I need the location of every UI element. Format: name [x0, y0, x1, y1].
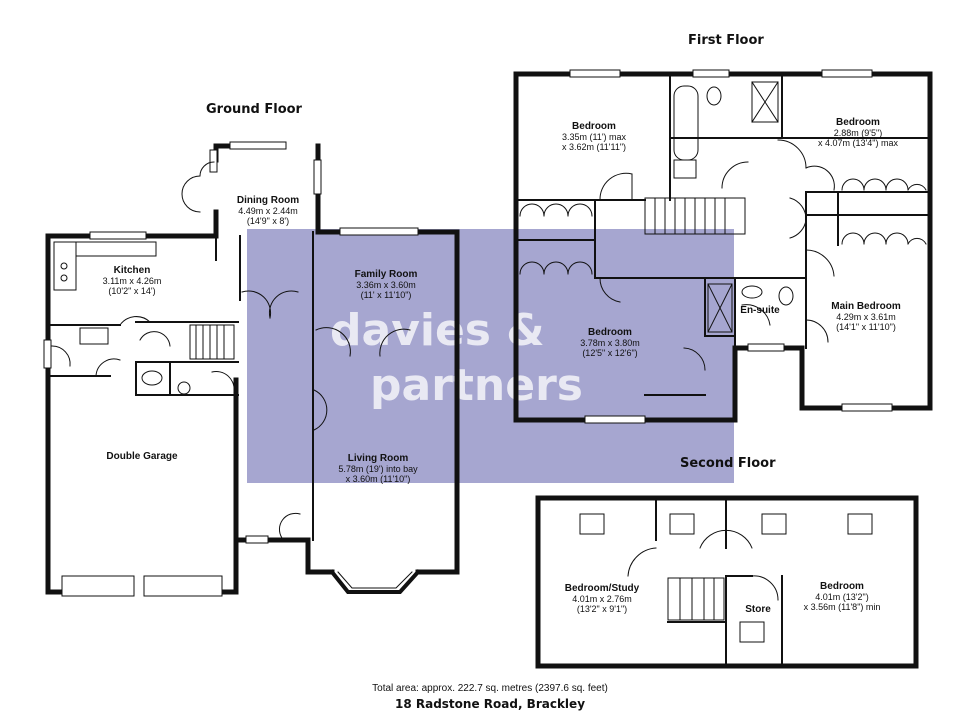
room-dim: (14'1" x 11'10") [836, 322, 896, 332]
room-label-bedroom-1: Bedroom 3.35m (11') max x 3.62m (11'11") [561, 121, 627, 153]
room-dim: 3.78m x 3.80m [580, 338, 640, 348]
watermark-line1: davies & [330, 305, 545, 356]
room-name: Bedroom [572, 121, 616, 132]
room-dim: 5.78m (19') into bay [338, 464, 418, 474]
room-label-bedroom-2: Bedroom 2.88m (9'5") x 4.07m (13'4") max [818, 117, 898, 149]
room-label-main-bedroom: Main Bedroom 4.29m x 3.61m (14'1" x 11'1… [831, 301, 901, 333]
ground-floor-plan [43, 141, 460, 597]
room-name: Bedroom [588, 327, 632, 338]
watermark-line2: partners [370, 360, 583, 411]
room-dim: 4.49m x 2.44m [238, 206, 298, 216]
room-dim: (11' x 11'10") [360, 290, 412, 300]
watermark: davies & partners [247, 229, 734, 483]
room-dim: (13'2" x 9'1") [576, 604, 628, 614]
room-name: En-suite [740, 305, 780, 316]
floor-title-ground: Ground Floor [206, 102, 302, 117]
room-dim: 4.01m x 2.76m [572, 594, 632, 604]
room-label-bedroom-4: Bedroom 4.01m (13'2") x 3.56m (11'8") mi… [803, 581, 881, 613]
room-dim: x 3.56m (11'8") min [803, 602, 881, 612]
room-label-bedroom-study: Bedroom/Study 4.01m x 2.76m (13'2" x 9'1… [564, 583, 640, 615]
room-dim: x 3.62m (11'11") [561, 142, 627, 152]
room-label-living-room: Living Room 5.78m (19') into bay x 3.60m… [338, 453, 418, 485]
room-label-bedroom-3: Bedroom 3.78m x 3.80m (12'5" x 12'6") [580, 327, 640, 359]
address: 18 Radstone Road, Brackley [394, 697, 586, 711]
room-dim: 4.01m (13'2") [815, 592, 869, 602]
room-name: Bedroom/Study [564, 583, 640, 594]
room-name: Dining Room [236, 195, 300, 206]
room-label-double-garage: Double Garage [106, 452, 177, 462]
room-name: Family Room [354, 269, 418, 280]
room-dim: 3.35m (11') max [561, 132, 627, 142]
room-label-family-room: Family Room 3.36m x 3.60m (11' x 11'10") [354, 269, 418, 301]
room-dim: (14'9" x 8') [246, 216, 290, 226]
room-label-store: Store [745, 605, 771, 615]
room-dim: 2.88m (9'5") [833, 128, 883, 138]
second-floor-plan [535, 495, 919, 669]
room-dim: (12'5" x 12'6") [582, 348, 638, 358]
room-dim: x 4.07m (13'4") max [818, 138, 898, 148]
total-area: Total area: approx. 222.7 sq. metres (23… [372, 683, 608, 694]
first-floor-plan [513, 69, 933, 424]
room-dim: (10'2" x 14') [108, 286, 156, 296]
room-dim: 4.29m x 3.61m [836, 312, 896, 322]
room-label-en-suite: En-suite [740, 306, 779, 316]
room-name: Bedroom [820, 581, 864, 592]
room-dim: x 3.60m (11'10") [345, 474, 411, 484]
room-name: Kitchen [113, 265, 151, 276]
room-name: Main Bedroom [831, 301, 901, 312]
room-name: Living Room [347, 453, 409, 464]
room-label-dining-room: Dining Room 4.49m x 2.44m (14'9" x 8') [236, 195, 300, 227]
room-name: Store [745, 604, 771, 615]
room-dim: 3.11m x 4.26m [102, 276, 162, 286]
floor-title-second: Second Floor [680, 456, 776, 471]
room-name: Bedroom [836, 117, 880, 128]
floor-title-first: First Floor [688, 33, 764, 48]
room-dim: 3.36m x 3.60m [356, 280, 416, 290]
room-name: Double Garage [106, 451, 178, 462]
room-label-kitchen: Kitchen 3.11m x 4.26m (10'2" x 14') [102, 265, 162, 297]
